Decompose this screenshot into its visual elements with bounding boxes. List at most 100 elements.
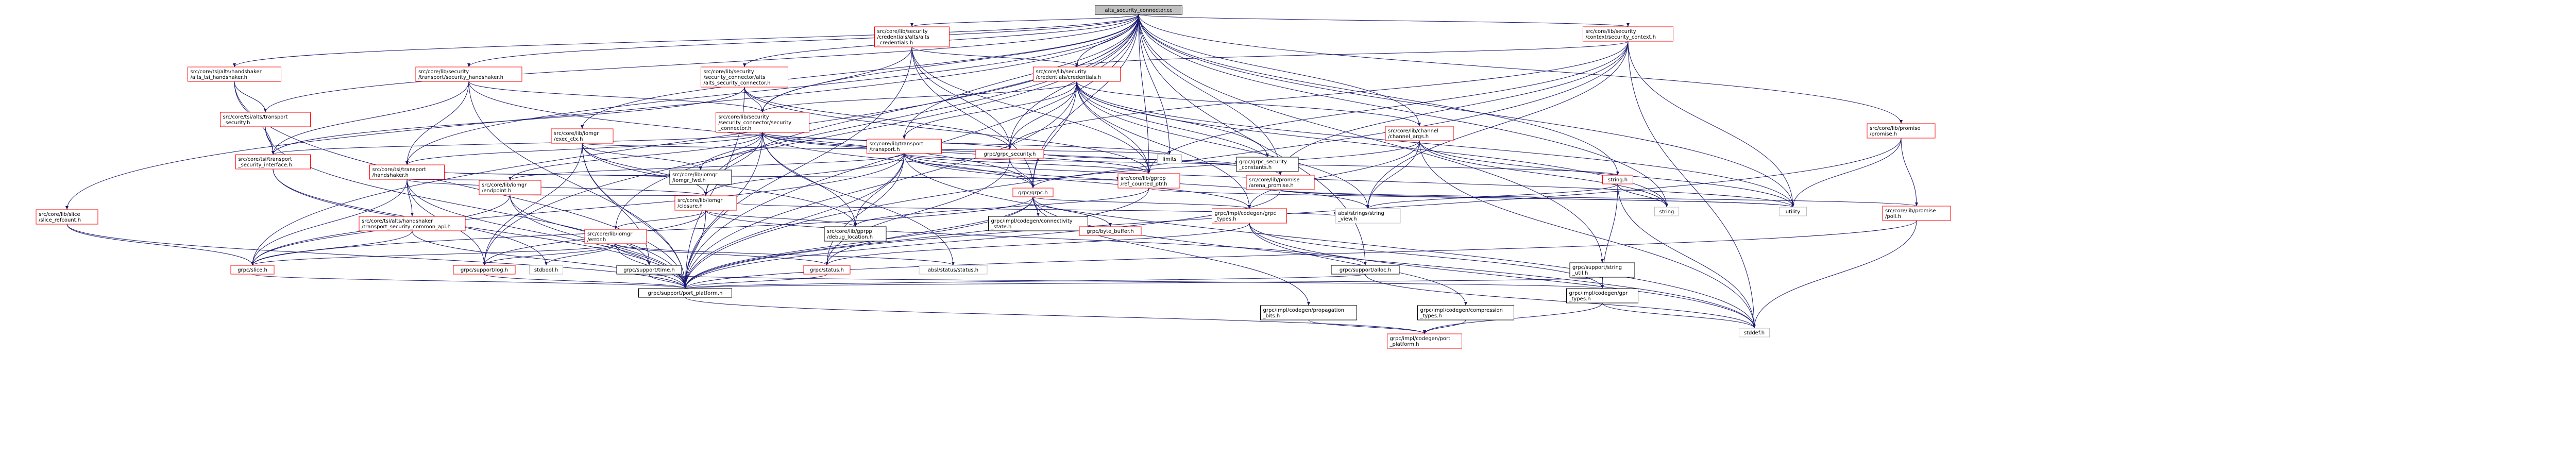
graph-node-grpc-sec-ctx[interactable]: src/core/lib/security/context/security_c… [1583, 26, 1673, 42]
graph-node-iomgr-exec[interactable]: src/core/lib/iomgr/exec_ctx.h [551, 128, 614, 144]
edge-tsi-alts-hs-to-alts-tsi-sec [234, 81, 267, 113]
node-label-line: absl/strings/string [1338, 211, 1384, 216]
graph-node-utility[interactable]: utility [1779, 207, 1807, 216]
edge-sec-conn-to-limits [762, 132, 1171, 155]
edge-root-to-limits [1138, 14, 1171, 155]
graph-node-absl-status[interactable]: absl/status/status.h [919, 265, 988, 275]
graph-node-tsi-alts-sec-iface[interactable]: src/core/tsi/transport_security_interfac… [235, 154, 311, 170]
edge-root-to-channel-args [1138, 14, 1421, 127]
edge-sec-conn-to-absl-status [762, 132, 955, 266]
graph-node-sec-transport-hs[interactable]: src/core/lib/security/transport/security… [415, 66, 522, 82]
node-box [230, 265, 275, 275]
edge-root-to-ref-counted-ptr [1138, 14, 1150, 174]
graph-node-channel-args[interactable]: src/core/lib/channel/channel_args.h [1385, 126, 1454, 141]
node-label-line: _bits.h [1263, 313, 1280, 319]
node-label-line: src/core/lib/iomgr [482, 182, 527, 188]
node-box [638, 288, 732, 298]
graph-node-debug-location[interactable]: src/core/lib/gprpp/debug_location.h [824, 226, 887, 242]
node-label-line: _credentials.h [877, 40, 913, 46]
edge-sec-cred-to-codegen-grpc-types [1076, 81, 1251, 209]
graph-node-root[interactable]: alts_security_connector.cc [1095, 5, 1182, 15]
graph-node-byte-buffer[interactable]: grpc/byte_buffer.h [1079, 226, 1142, 236]
node-label-line: /transport.h [870, 147, 900, 153]
node-box [1117, 173, 1180, 189]
graph-node-absl-string-view[interactable]: absl/strings/string_view.h [1335, 208, 1401, 224]
graph-node-compression-types[interactable]: grpc/impl/codegen/compression_types.h [1417, 305, 1514, 320]
graph-node-propagation-bits[interactable]: grpc/impl/codegen/propagation_bits.h [1260, 305, 1357, 320]
node-label-line: _platform.h [1389, 342, 1419, 347]
node-box [1157, 154, 1182, 164]
graph-node-sec-cred[interactable]: src/core/lib/security/credentials/creden… [1033, 66, 1121, 82]
graph-node-tsi-handshaker[interactable]: src/core/tsi/transport/handshaker.h [369, 164, 445, 180]
graph-node-ref-counted-ptr[interactable]: src/core/lib/gprpp/ref_counted_ptr.h [1117, 173, 1180, 189]
edge-sec-cred-to-utility [1076, 81, 1794, 208]
graph-node-string[interactable]: string [1654, 207, 1679, 216]
graph-node-stdbool[interactable]: stdbool.h [529, 265, 563, 275]
graph-node-grpc-security-h[interactable]: grpc/grpc_security.h [975, 149, 1044, 159]
graph-node-promise-h[interactable]: src/core/lib/promise/promise.h [1867, 123, 1936, 139]
edge-root-to-promise-h [1138, 14, 1903, 124]
edge-grpc-sec-ctx-to-sec-cred [1075, 41, 1629, 67]
node-label-line: grpc/impl/codegen/port [1390, 336, 1451, 342]
graph-node-string-h[interactable]: string.h [1602, 175, 1633, 184]
node-box [988, 216, 1088, 231]
node-label-line: src/core/lib/channel [1388, 128, 1438, 134]
edge-grpc-security-h-to-grpc-sec-consts [1043, 154, 1238, 165]
edge-iomgr-exec-to-iomgr-fwd [582, 143, 702, 171]
graph-node-transport-h[interactable]: src/core/lib/transport/transport.h [867, 139, 942, 154]
graph-node-grpc-status[interactable]: grpc/status.h [803, 265, 851, 275]
graph-node-gpr-types[interactable]: grpc/impl/codegen/gpr_types.h [1566, 288, 1638, 303]
node-box [1739, 328, 1770, 337]
graph-node-codegen-grpc-types[interactable]: grpc/impl/codegen/grpc_types.h [1212, 208, 1287, 224]
graph-node-gpr-log[interactable]: grpc/support/log.h [453, 265, 516, 275]
edge-grpc-sec-cred-alts-to-port-platform [684, 46, 912, 289]
graph-node-codegen-port-platform[interactable]: grpc/impl/codegen/port_platform.h [1387, 333, 1462, 349]
graph-node-gpr-string-util[interactable]: grpc/support/string_util.h [1569, 262, 1635, 278]
node-box [1566, 288, 1638, 303]
graph-node-arena-promise[interactable]: src/core/lib/promise/arena_promise.h [1246, 175, 1315, 190]
node-label-line: src/core/lib/gprpp [1121, 176, 1166, 181]
graph-node-grpc-sec-consts[interactable]: grpc/grpc_security_constants.h [1236, 157, 1299, 172]
graph-node-gpr-alloc[interactable]: grpc/support/alloc.h [1331, 265, 1400, 275]
graph-node-grpc-slice[interactable]: grpc/slice.h [230, 265, 275, 275]
node-label-line: /alts_security_connector.h [704, 80, 771, 86]
edge-iomgr-exec-to-iomgr-closure [582, 143, 707, 196]
edge-iomgr-closure-to-gpr-alloc [705, 210, 1367, 266]
graph-node-poll-h[interactable]: src/core/lib/promise/poll.h [1882, 206, 1951, 221]
graph-node-stddef[interactable]: stddef.h [1739, 328, 1770, 337]
edge-sec-cred-to-port-platform [684, 81, 1077, 289]
graph-node-grpc-grpc-h[interactable]: grpc/grpc.h [1012, 188, 1054, 197]
graph-node-conn-state[interactable]: grpc/impl/codegen/connectivity_state.h [988, 216, 1088, 231]
node-label-line: stddef.h [1744, 330, 1765, 336]
graph-node-alts-tsi-sec[interactable]: src/core/tsi/alts/transport_security.h [220, 112, 311, 127]
node-label-line: /exec_ctx.h [554, 137, 583, 142]
graph-node-limits[interactable]: limits [1157, 154, 1182, 164]
graph-node-slice-refcount[interactable]: src/core/lib/slice/slice_refcount.h [36, 209, 98, 225]
edge-sec-cred-to-channel-args [1076, 81, 1421, 127]
edge-transport-h-to-codegen-grpc-types [904, 153, 1251, 209]
graph-node-iomgr-endpoint[interactable]: src/core/lib/iomgr/endpoint.h [479, 180, 541, 195]
edge-transport-h-to-ref-counted-ptr [904, 153, 1150, 174]
graph-node-gpr-time[interactable]: grpc/support/time.h [616, 265, 682, 275]
graph-node-port-platform[interactable]: grpc/support/port_platform.h [638, 288, 732, 298]
edge-iomgr-error-to-grpc-slice [251, 243, 616, 266]
graph-node-tsi-common-api[interactable]: src/core/tsi/alts/handshaker/transport_s… [359, 216, 466, 231]
node-label-line: /ref_counted_ptr.h [1121, 181, 1167, 187]
graph-node-sec-conn-alts[interactable]: src/core/lib/security/security_connector… [701, 66, 788, 88]
node-box [1867, 123, 1936, 139]
graph-node-iomgr-closure[interactable]: src/core/lib/iomgr/closure.h [674, 195, 737, 211]
edge-channel-args-to-stddef [1419, 140, 1756, 329]
edge-iomgr-error-to-gpr-time [615, 243, 651, 266]
graph-node-iomgr-fwd[interactable]: src/core/lib/iomgr/iomgr_fwd.h [669, 170, 732, 185]
graph-node-iomgr-error[interactable]: src/core/lib/iomgr/error.h [584, 229, 647, 244]
node-label-line: grpc/impl/codegen/compression [1420, 308, 1503, 313]
node-label-line: /transport_security_common_api.h [362, 224, 451, 230]
graph-node-tsi-alts-hs[interactable]: src/core/tsi/alts/handshaker/alts_tsi_ha… [188, 66, 281, 82]
node-label-line: /channel_args.h [1388, 134, 1429, 140]
edge-grpc-sec-ctx-to-absl-string-view [1366, 41, 1629, 209]
graph-node-grpc-sec-cred-alts[interactable]: src/core/lib/security/credentials/alts/a… [874, 26, 950, 47]
edge-root-to-gpr-log [483, 14, 1139, 266]
graph-node-sec-conn[interactable]: src/core/lib/security/security_connector… [716, 112, 809, 133]
node-box [803, 265, 851, 275]
edge-root-to-sec-conn [761, 14, 1139, 113]
